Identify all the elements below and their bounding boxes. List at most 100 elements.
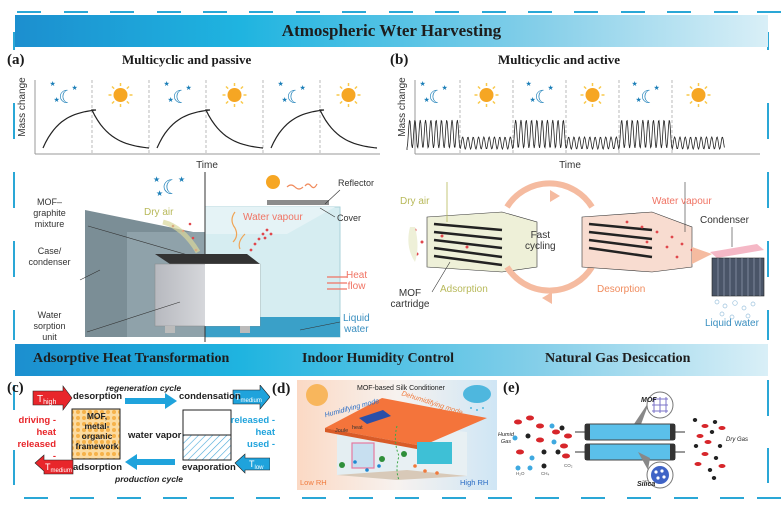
sun-ray [598, 85, 602, 90]
bar [767, 448, 769, 483]
section-title: Natural Gas Desiccation [545, 351, 691, 366]
column-cap [670, 424, 675, 440]
molecule [536, 437, 544, 443]
leader-line [79, 269, 101, 281]
section-title: Indoor Humidity Control [302, 351, 454, 366]
panel-c-diagram: Thigh Tmedium Tmedium Tlow [32, 385, 270, 475]
mof-box [71, 408, 121, 460]
molecule [701, 424, 709, 428]
adsorption-label: adsorption [73, 462, 123, 473]
label-condenser: Condenser [700, 215, 749, 226]
day-night-icons: ☾★★★☾★★★☾★★★ [50, 80, 361, 107]
label-liquid-water: Liquid water [343, 313, 370, 335]
label-line: MOF– [36, 197, 62, 207]
molecule [552, 429, 560, 435]
dash [714, 11, 738, 13]
label-case-condenser: Case/ condenser [22, 246, 77, 268]
label-line: MOF [398, 288, 422, 299]
rain-cloud-icon [463, 385, 491, 403]
star-icon: ★ [300, 84, 306, 92]
dash [621, 11, 645, 13]
leader-line [87, 225, 206, 261]
t-low-label: Tlow [249, 459, 264, 471]
sun-ray [689, 100, 693, 105]
radiation-icon [286, 183, 318, 190]
roof [325, 398, 487, 446]
dash [535, 497, 559, 499]
t-low-arrow [234, 453, 270, 474]
panel-b-ylabel: Mass change [397, 77, 408, 137]
molecule [551, 439, 557, 445]
label-fast-cycling: Fast cycling [525, 230, 556, 252]
arrowhead [542, 292, 552, 304]
star-icon: ★ [654, 84, 660, 92]
heat-label: heat [352, 425, 363, 431]
leader-line [431, 261, 451, 293]
molecule [541, 449, 547, 455]
molecule [541, 463, 547, 469]
roof-edge [325, 428, 422, 450]
mof-pointer [632, 400, 650, 427]
panel-a-xlabel: Time [196, 160, 218, 170]
dash [163, 497, 187, 499]
dash [757, 11, 781, 13]
low-rh-label: Low RH [300, 478, 327, 487]
bar [13, 385, 15, 410]
t-medium-label: Tmedium [235, 392, 262, 404]
dash [395, 497, 419, 499]
bar [13, 310, 15, 340]
unit-leg [240, 326, 250, 333]
sun-icon [113, 88, 128, 102]
label-mof-cartridge: MOF cartridge [390, 288, 430, 310]
dry-gas-label: Dry Gas [726, 437, 749, 443]
sun-icon [691, 88, 706, 102]
vapour-flow-arrow [692, 247, 712, 264]
star-icon: ★ [530, 96, 536, 104]
mof-label: MOF [641, 397, 657, 404]
bar [767, 310, 769, 340]
leader-line [299, 321, 341, 331]
t-medium-label: Tmedium [45, 462, 72, 474]
leader-line [319, 207, 336, 218]
rain-drops [470, 407, 484, 411]
panel-b-chart: Mass change ☾★★★☾★★★☾★★★ Time [397, 77, 760, 170]
humid-gas-molecules [512, 415, 572, 471]
sun-ray [583, 100, 587, 105]
evaporation-label: evaporation [182, 462, 236, 473]
dash [256, 497, 280, 499]
molecule [549, 423, 555, 429]
cartridge-stripes [588, 222, 653, 259]
panel-a-device: ☾ ★ ★ ★ [79, 172, 347, 342]
sun-icon [585, 88, 600, 102]
star-icon: ★ [54, 96, 60, 104]
sun-icon [341, 88, 356, 102]
cycle-arrow-top [504, 180, 595, 209]
moon-icon: ☾ [429, 87, 445, 107]
sun-ray [704, 100, 708, 105]
silica-pores [654, 469, 666, 480]
water-vapor-label: water vapor [128, 430, 182, 441]
bar [13, 172, 15, 208]
label-line: Gas [500, 439, 511, 445]
dash [70, 497, 94, 499]
star-icon: ★ [526, 80, 532, 88]
bar [13, 450, 15, 485]
molecule [694, 462, 702, 466]
ch4-label: CH₄ [541, 471, 550, 476]
star-icon: ★ [168, 96, 174, 104]
bar [13, 32, 15, 50]
molecule [527, 465, 533, 471]
t-high-arrow [32, 385, 73, 411]
panel-a-title: Multicyclic and passive [122, 52, 252, 67]
panel-a-chart: Mass change ☾★★★☾★★★☾★★★ Time [17, 77, 380, 170]
sun-ray [492, 85, 496, 90]
molecule [713, 456, 719, 460]
star-icon: ★ [156, 189, 163, 198]
panel-a-tag: (a) [7, 52, 25, 68]
molecule [707, 468, 713, 472]
dash [203, 11, 227, 13]
mass-curve [42, 109, 378, 149]
label-water-vapour: Water vapour [243, 212, 303, 223]
molecule [514, 419, 522, 425]
star-icon: ★ [636, 96, 642, 104]
